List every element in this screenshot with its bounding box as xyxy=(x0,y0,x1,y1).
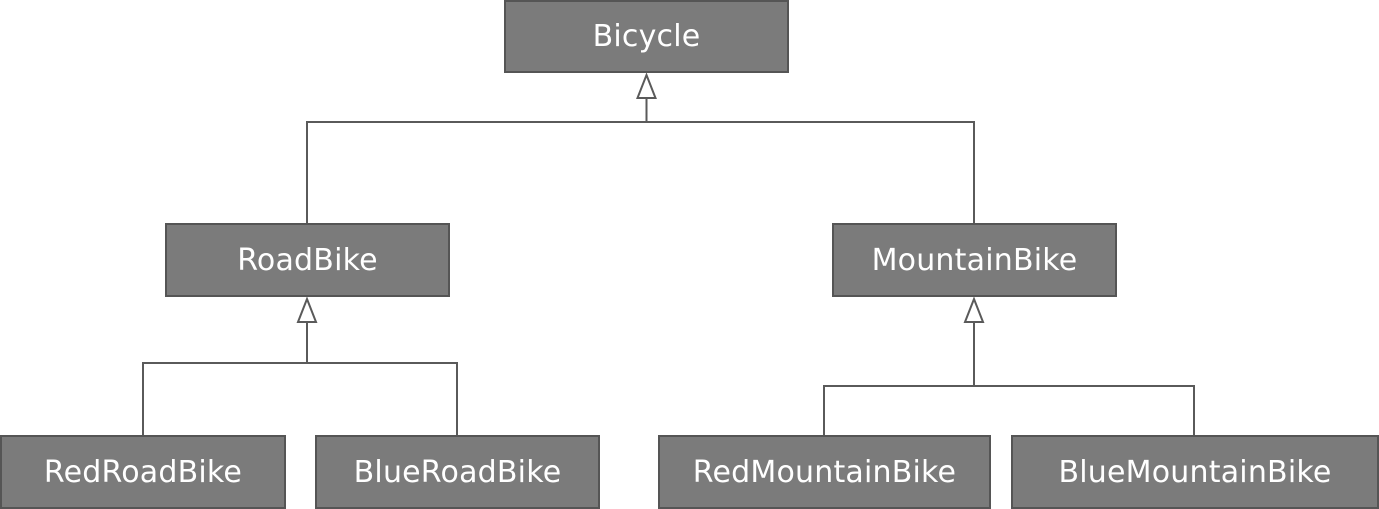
connector-branch-roadbike xyxy=(142,362,458,435)
inheritance-arrowhead-bicycle xyxy=(636,72,657,99)
class-box-bluemountainbike: BlueMountainBike xyxy=(1011,435,1379,509)
class-box-bicycle: Bicycle xyxy=(504,0,789,73)
connector-bicycle-children xyxy=(306,72,975,223)
class-box-mountainbike: MountainBike xyxy=(832,223,1117,297)
class-label-bluemountainbike: BlueMountainBike xyxy=(1058,454,1332,490)
inheritance-arrowhead-mountainbike xyxy=(963,296,985,323)
class-box-redmountainbike: RedMountainBike xyxy=(658,435,991,509)
connector-roadbike-children xyxy=(142,296,458,435)
connector-mountainbike-children xyxy=(823,296,1195,435)
class-label-roadbike: RoadBike xyxy=(237,242,378,278)
class-label-blueroadbike: BlueRoadBike xyxy=(353,454,562,490)
class-label-redmountainbike: RedMountainBike xyxy=(692,454,957,490)
inheritance-arrowhead-roadbike xyxy=(296,296,318,323)
class-label-mountainbike: MountainBike xyxy=(871,242,1078,278)
class-label-bicycle: Bicycle xyxy=(592,19,701,54)
connector-branch-mountainbike xyxy=(823,385,1195,435)
class-box-blueroadbike: BlueRoadBike xyxy=(315,435,600,509)
class-box-roadbike: RoadBike xyxy=(165,223,450,297)
class-box-redroadbike: RedRoadBike xyxy=(0,435,286,509)
connector-branch-bicycle xyxy=(306,121,975,223)
class-label-redroadbike: RedRoadBike xyxy=(43,454,243,490)
